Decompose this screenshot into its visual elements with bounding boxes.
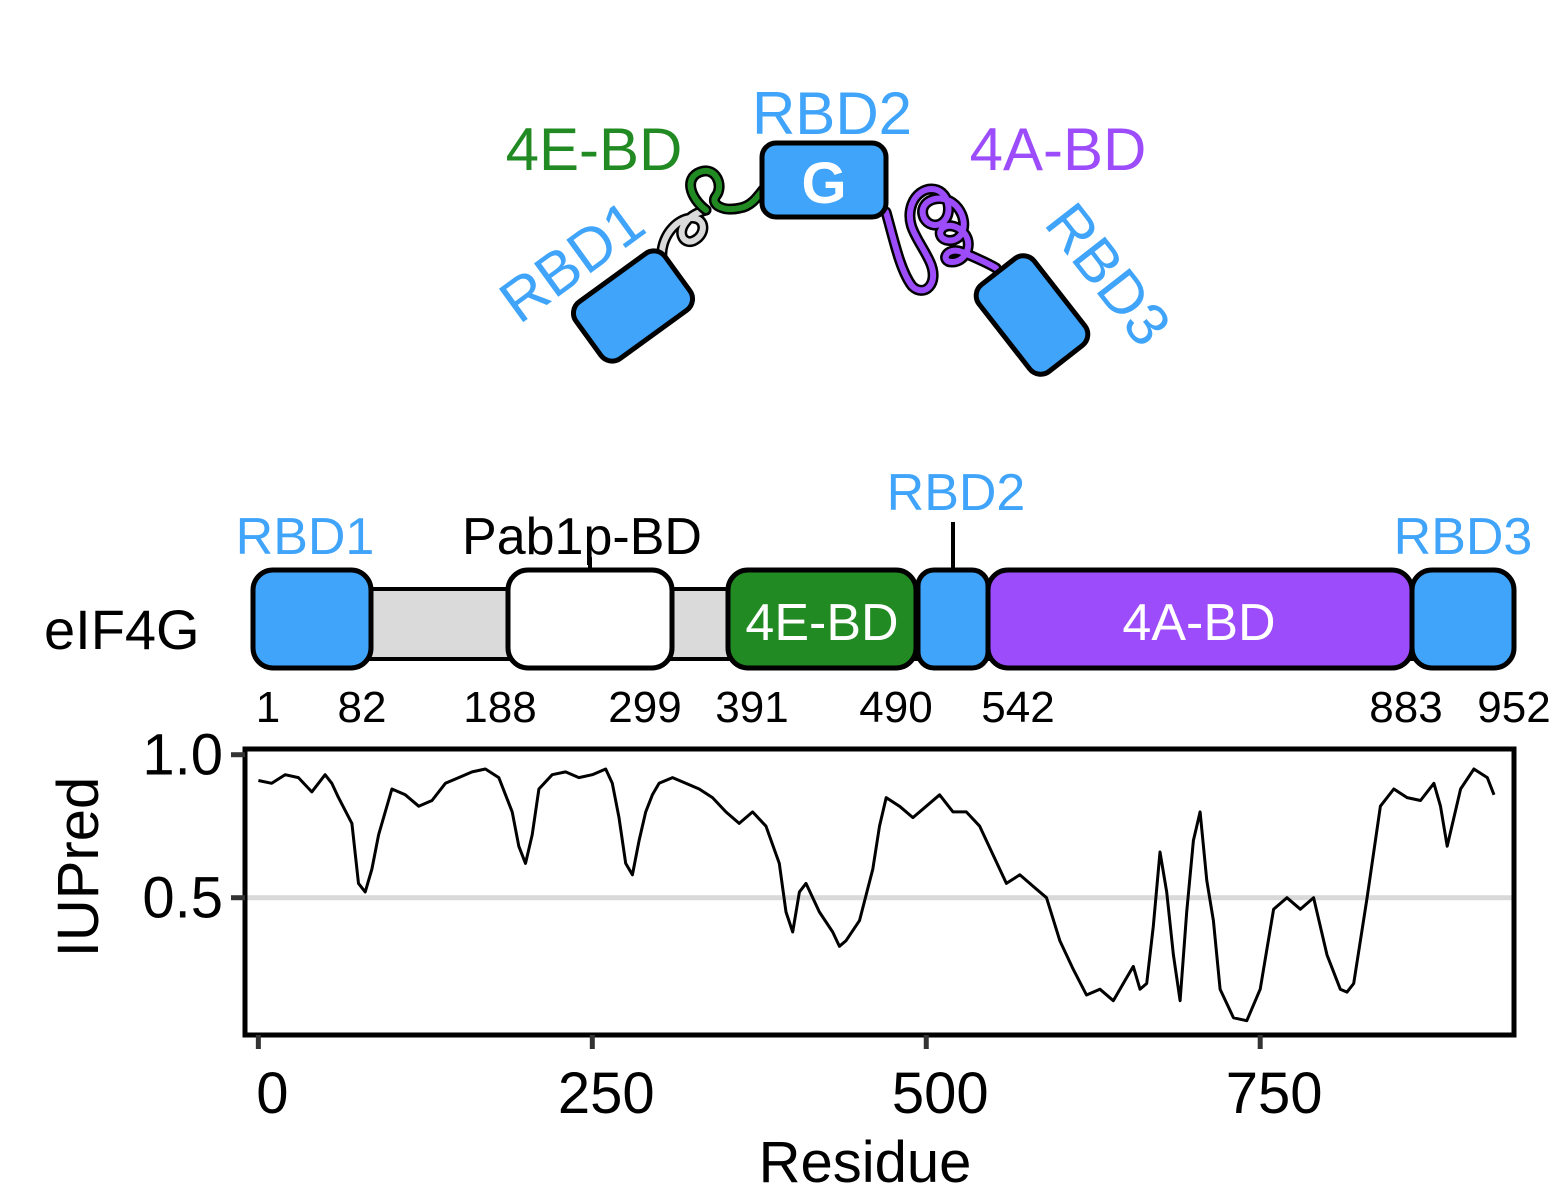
residue-position: 82 [338, 683, 387, 732]
cartoon-rbd1-block [570, 248, 696, 364]
4a-bd-domain-label: 4A-BD [1122, 594, 1275, 652]
y-axis: 0.5 1.0 [142, 723, 245, 931]
series-line [258, 767, 1496, 1023]
residue-position: 542 [981, 683, 1054, 732]
x-tick-label: 0 [256, 1061, 288, 1126]
x-tick-label: 750 [1226, 1061, 1323, 1126]
residue-position: 1 [256, 683, 280, 732]
protein-name: eIF4G [44, 598, 200, 661]
residue-position: 490 [859, 683, 932, 732]
residue-position: 952 [1477, 683, 1550, 732]
domain-map: eIF4G 4E-BD 4A-BD RBD1 Pab1p-BD RBD2 RBD… [44, 464, 1551, 732]
residue-position: 391 [715, 683, 788, 732]
cartoon-4e-bd-coil-fill [687, 167, 769, 213]
rbd2-map-label: RBD2 [887, 464, 1026, 522]
rbd1-domain [250, 567, 374, 671]
y-tick-label: 1.0 [142, 723, 223, 788]
domain-cartoon: G RBD2 4E-BD 4A-BD RBD1 RBD3 [488, 80, 1184, 377]
rbd2-domain [915, 567, 991, 671]
x-axis-label: Residue [759, 1130, 972, 1195]
cartoon-rbd2-label: RBD2 [752, 80, 912, 147]
cartoon-g-block [759, 140, 889, 220]
rbd3-domain [1409, 567, 1517, 671]
pab1p-bd-domain [505, 567, 675, 671]
rbd1-map-label: RBD1 [236, 508, 375, 566]
4e-bd-domain-label: 4E-BD [745, 594, 898, 652]
x-tick-label: 250 [558, 1061, 655, 1126]
cartoon-rbd3-block [973, 253, 1091, 377]
cartoon-4a-bd-coil-fill [883, 186, 999, 294]
residue-positions: 1 82 188 299 391 490 542 883 952 [256, 683, 1551, 732]
cartoon-grey-linker-fill [658, 207, 709, 261]
x-tick-label: 500 [892, 1061, 989, 1126]
residue-position: 883 [1369, 683, 1442, 732]
iupred-chart: 0 250 500 750 0.5 1.0 Residue IUPred [46, 723, 1517, 1195]
y-axis-label: IUPred [46, 777, 111, 958]
rbd3-map-label: RBD3 [1394, 508, 1533, 566]
cartoon-4a-bd-label: 4A-BD [970, 116, 1147, 183]
residue-position: 299 [608, 683, 681, 732]
plot-frame [242, 746, 1517, 1038]
cartoon-g-label: G [801, 151, 846, 216]
cartoon-4e-bd-label: 4E-BD [506, 116, 683, 183]
residue-position: 188 [463, 683, 536, 732]
y-tick-label: 0.5 [142, 866, 223, 931]
x-axis: 0 250 500 750 [255, 1035, 1323, 1126]
pab1p-bd-map-label: Pab1p-BD [462, 508, 702, 566]
